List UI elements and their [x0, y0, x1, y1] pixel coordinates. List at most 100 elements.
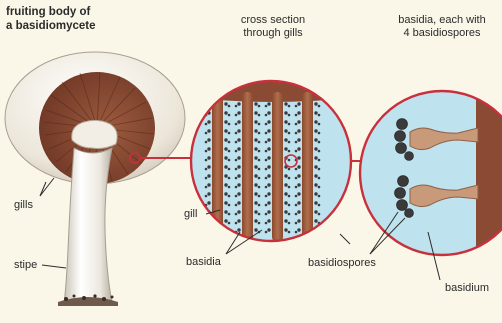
basidium-dot [265, 222, 268, 225]
basidium-dot [235, 213, 238, 216]
basidium-dot [258, 141, 261, 144]
basidium-dot [237, 156, 240, 159]
basidium-dot [295, 195, 298, 198]
basidium-dot [265, 186, 268, 189]
basidium-dot [224, 102, 227, 105]
basidium-dot [258, 195, 261, 198]
basidium-dot [207, 228, 210, 231]
basidium-dot [205, 150, 208, 153]
mushroom-annulus [72, 120, 117, 148]
basidium-dot [228, 186, 231, 189]
basidium-dot [205, 141, 208, 144]
basidium-dot [265, 105, 268, 108]
basidium-dot [288, 114, 291, 117]
basidium-dot [237, 183, 240, 186]
basidium-dot [258, 222, 261, 225]
basidium-dot [207, 120, 210, 123]
basidium-dot [284, 129, 287, 132]
basidium-dot [224, 120, 227, 123]
basidium-dot [207, 102, 210, 105]
basidium-dot [295, 213, 298, 216]
basidium-dot [288, 177, 291, 180]
basidium-dot [228, 231, 231, 234]
label-basidia-each-line2: 4 basidiospores [386, 27, 498, 39]
basidium-dot [295, 123, 298, 126]
basidia-detail [360, 80, 502, 270]
basidium-dot [318, 123, 321, 126]
basidium-dot [235, 168, 238, 171]
basidium-dot [318, 213, 321, 216]
label-fruiting-body-line2: a basidiomycete [6, 20, 95, 33]
basidium-dot [267, 165, 270, 168]
basidium-dot [288, 168, 291, 171]
basidium-dot [267, 102, 270, 105]
basidium-dot [207, 165, 210, 168]
basidium-dot [284, 102, 287, 105]
basidium-dot [318, 150, 321, 153]
basidium-dot [318, 105, 321, 108]
label-stipe: stipe [14, 259, 37, 271]
basidium-dot [288, 222, 291, 225]
basidium-dot [237, 210, 240, 213]
basidium-dot [254, 183, 257, 186]
basidium-dot [254, 156, 257, 159]
basidium-dot [254, 228, 257, 231]
basidium-dot [314, 156, 317, 159]
basidium-dot [205, 186, 208, 189]
basidium-dot [267, 156, 270, 159]
basidium-dot [258, 213, 261, 216]
basidium-dot [205, 195, 208, 198]
basidium-dot [258, 159, 261, 162]
basidium-dot [288, 186, 291, 189]
basidium-dot [235, 150, 238, 153]
basidium-dot [235, 222, 238, 225]
basidium-dot [288, 204, 291, 207]
basidium-dot [205, 132, 208, 135]
basidium-dot [295, 141, 298, 144]
basidium-dot [237, 147, 240, 150]
basidium-dot [237, 201, 240, 204]
basidium-dot [288, 213, 291, 216]
basidium-dot [228, 159, 231, 162]
basidium-dot [284, 192, 287, 195]
basidium-dot [254, 102, 257, 105]
basidium-dot [224, 219, 227, 222]
basidium-dot [207, 156, 210, 159]
basidium-dot [237, 228, 240, 231]
basidium-dot [205, 159, 208, 162]
basidium-dot [237, 174, 240, 177]
basidium-dot [207, 192, 210, 195]
basidium-dot [297, 111, 300, 114]
basidium-dot [297, 147, 300, 150]
basidium-dot [267, 219, 270, 222]
basidium-dot [224, 174, 227, 177]
label-cross-section-line2: through gills [228, 27, 318, 39]
basidium-dot [224, 165, 227, 168]
basidium-dot [237, 192, 240, 195]
basidium-dot [228, 177, 231, 180]
basidium-dot [224, 111, 227, 114]
basidium-dot [295, 177, 298, 180]
basidium-dot [297, 102, 300, 105]
basidium-dot [224, 147, 227, 150]
basidium-dot [267, 147, 270, 150]
basidium-dot [267, 201, 270, 204]
basidium-dot [318, 231, 321, 234]
basidium-dot [235, 195, 238, 198]
basidium-dot [318, 168, 321, 171]
basidium-dot [288, 123, 291, 126]
basidium-dot [297, 210, 300, 213]
basidium-dot [288, 231, 291, 234]
basidium-dot [258, 123, 261, 126]
basidium-dot [284, 111, 287, 114]
basidium-dot [318, 132, 321, 135]
basidium-dot [254, 129, 257, 132]
basidium-dot [297, 219, 300, 222]
basidium-dot [318, 159, 321, 162]
basidium-dot [235, 105, 238, 108]
basidium-dot [288, 141, 291, 144]
basidium-dot [318, 141, 321, 144]
basidium-dot [288, 105, 291, 108]
basidium-dot [297, 192, 300, 195]
label-basidia: basidia [186, 256, 221, 268]
